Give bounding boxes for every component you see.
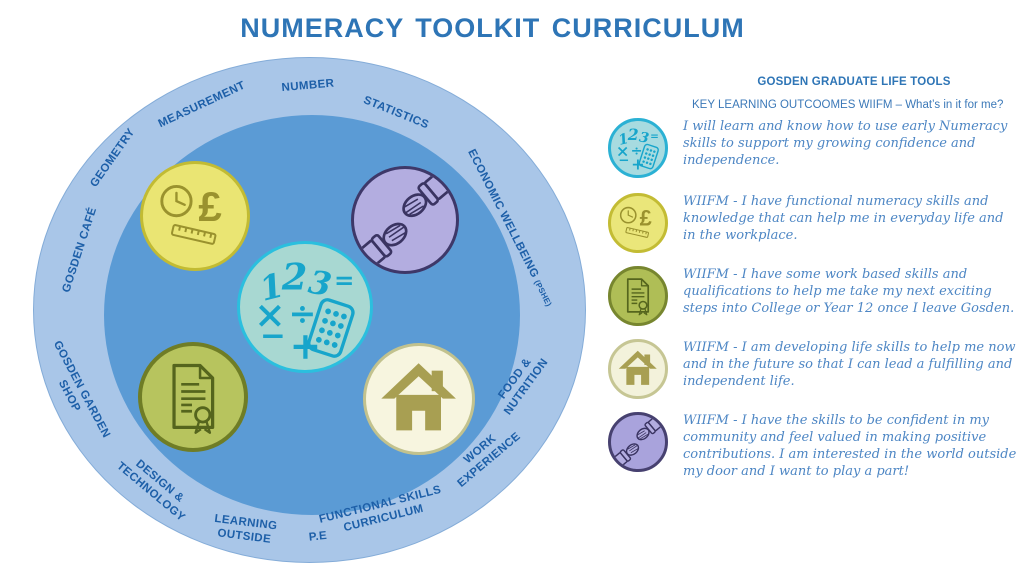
legend-subheading: KEY LEARNING OUTCOOMES WIIFM – What’s in… (692, 99, 1004, 111)
bubble-helping-hands (351, 166, 459, 274)
curriculum-wheel: GEOMETRY MEASUREMENT NUMBER STATISTICS E… (33, 57, 586, 563)
legend-text-community: WIIFM - I have the skills to be confiden… (683, 413, 1017, 479)
legend-item-life-skills: WIIFM - I am developing life skills to h… (608, 339, 1020, 399)
ring-label-pe: P.E (308, 529, 328, 544)
bubble-house (363, 343, 475, 455)
certificate-icon (614, 272, 662, 320)
legend-bubble-hands (608, 412, 668, 472)
bubble-numeracy-center (237, 241, 373, 373)
numeracy-icon (248, 252, 362, 363)
money-measure-icon (149, 170, 241, 262)
bubble-money-measure (140, 161, 250, 271)
legend-bubble-numeracy (608, 118, 668, 178)
legend-bubble-money-measure (608, 193, 668, 253)
legend-text-functional-numeracy: WIIFM - I have functional numeracy skill… (683, 194, 1004, 243)
house-icon (372, 352, 465, 445)
legend-text-qualifications: WIIFM - I have some work based skills an… (683, 267, 1015, 316)
legend-item-numeracy: I will learn and know how to use early N… (608, 118, 1020, 178)
legend-item-community: WIIFM - I have the skills to be confiden… (608, 412, 1020, 481)
legend-bubble-certificate (608, 266, 668, 326)
legend-text-numeracy: I will learn and know how to use early N… (683, 119, 1008, 168)
bubble-certificate (138, 342, 248, 452)
page-title: NUMERACY TOOLKIT CURRICULUM (240, 13, 745, 43)
legend-text-life-skills: WIIFM - I am developing life skills to h… (683, 340, 1016, 389)
certificate-icon (148, 352, 238, 442)
hands-icon (614, 418, 662, 466)
legend-heading: GOSDEN GRADUATE LIFE TOOLS (757, 76, 951, 88)
hands-icon (360, 175, 450, 265)
house-icon (614, 345, 662, 393)
money-measure-icon (614, 199, 662, 247)
legend-item-functional-numeracy: WIIFM - I have functional numeracy skill… (608, 193, 1020, 253)
legend-bubble-house (608, 339, 668, 399)
numeracy-icon (614, 124, 662, 172)
legend-item-qualifications: WIIFM - I have some work based skills an… (608, 266, 1020, 326)
